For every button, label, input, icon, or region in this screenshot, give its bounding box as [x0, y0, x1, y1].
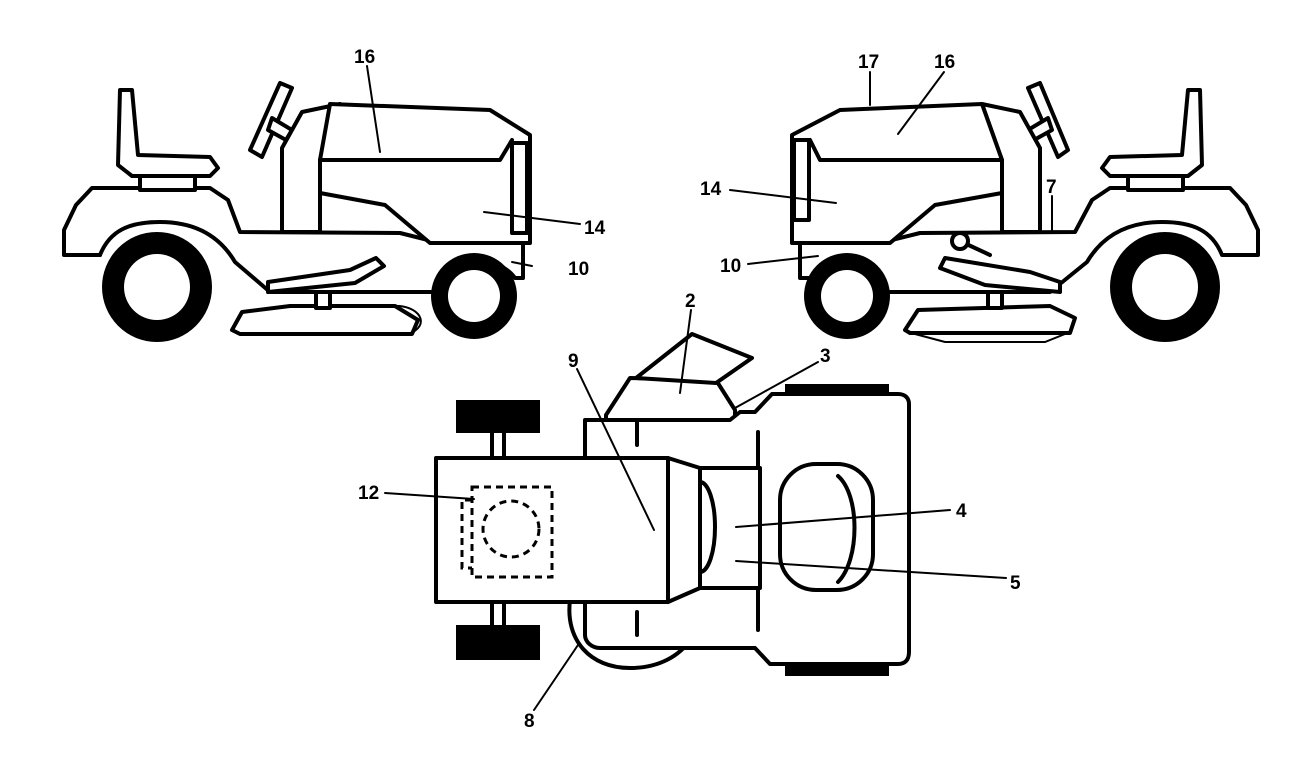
- callout-labels: 16 14 10 17 16 14 7 10 2 3 9 12 4 5 8: [354, 47, 1057, 732]
- label-12-top: 12: [358, 483, 379, 504]
- right-footrest: [938, 256, 1062, 294]
- label-8-top: 8: [524, 711, 535, 732]
- left-front-wheel: [431, 253, 517, 339]
- mower-deck: [230, 290, 422, 336]
- label-9-top: 9: [568, 351, 579, 372]
- top-front-wheel-lower: [456, 625, 540, 660]
- label-17-right: 17: [858, 52, 879, 73]
- right-front-wheel: [804, 253, 890, 339]
- label-5-top: 5: [1010, 573, 1021, 594]
- left-seat: [116, 88, 220, 192]
- label-3-top: 3: [820, 346, 831, 367]
- top-hood: [434, 456, 702, 604]
- right-mower-deck: [903, 290, 1077, 343]
- right-seat: [1100, 88, 1204, 192]
- top-view: [434, 332, 911, 676]
- label-10-left: 10: [568, 259, 589, 280]
- left-hood: [280, 102, 532, 245]
- decal-12-outline: [470, 485, 554, 579]
- label-4-top: 4: [956, 501, 967, 522]
- left-rear-wheel: [102, 232, 212, 342]
- discharge-chute: [604, 332, 754, 422]
- label-2-top: 2: [685, 291, 696, 312]
- right-side-view: [790, 81, 1260, 343]
- label-16-left: 16: [354, 47, 375, 68]
- left-steering: [248, 81, 294, 159]
- left-footrest: [266, 256, 386, 294]
- label-14-left: 14: [584, 218, 606, 239]
- label-16-right: 16: [934, 52, 955, 73]
- right-hood: [790, 102, 1042, 245]
- right-lever: [950, 231, 992, 257]
- left-side-view: [62, 81, 532, 342]
- right-rear-wheel: [1110, 232, 1220, 342]
- label-7-right: 7: [1046, 177, 1057, 198]
- top-front-wheel-upper: [456, 400, 540, 433]
- label-10-right: 10: [720, 256, 741, 277]
- leader-lines: [366, 65, 1053, 711]
- label-14-right: 14: [700, 179, 722, 200]
- top-seat: [778, 462, 875, 592]
